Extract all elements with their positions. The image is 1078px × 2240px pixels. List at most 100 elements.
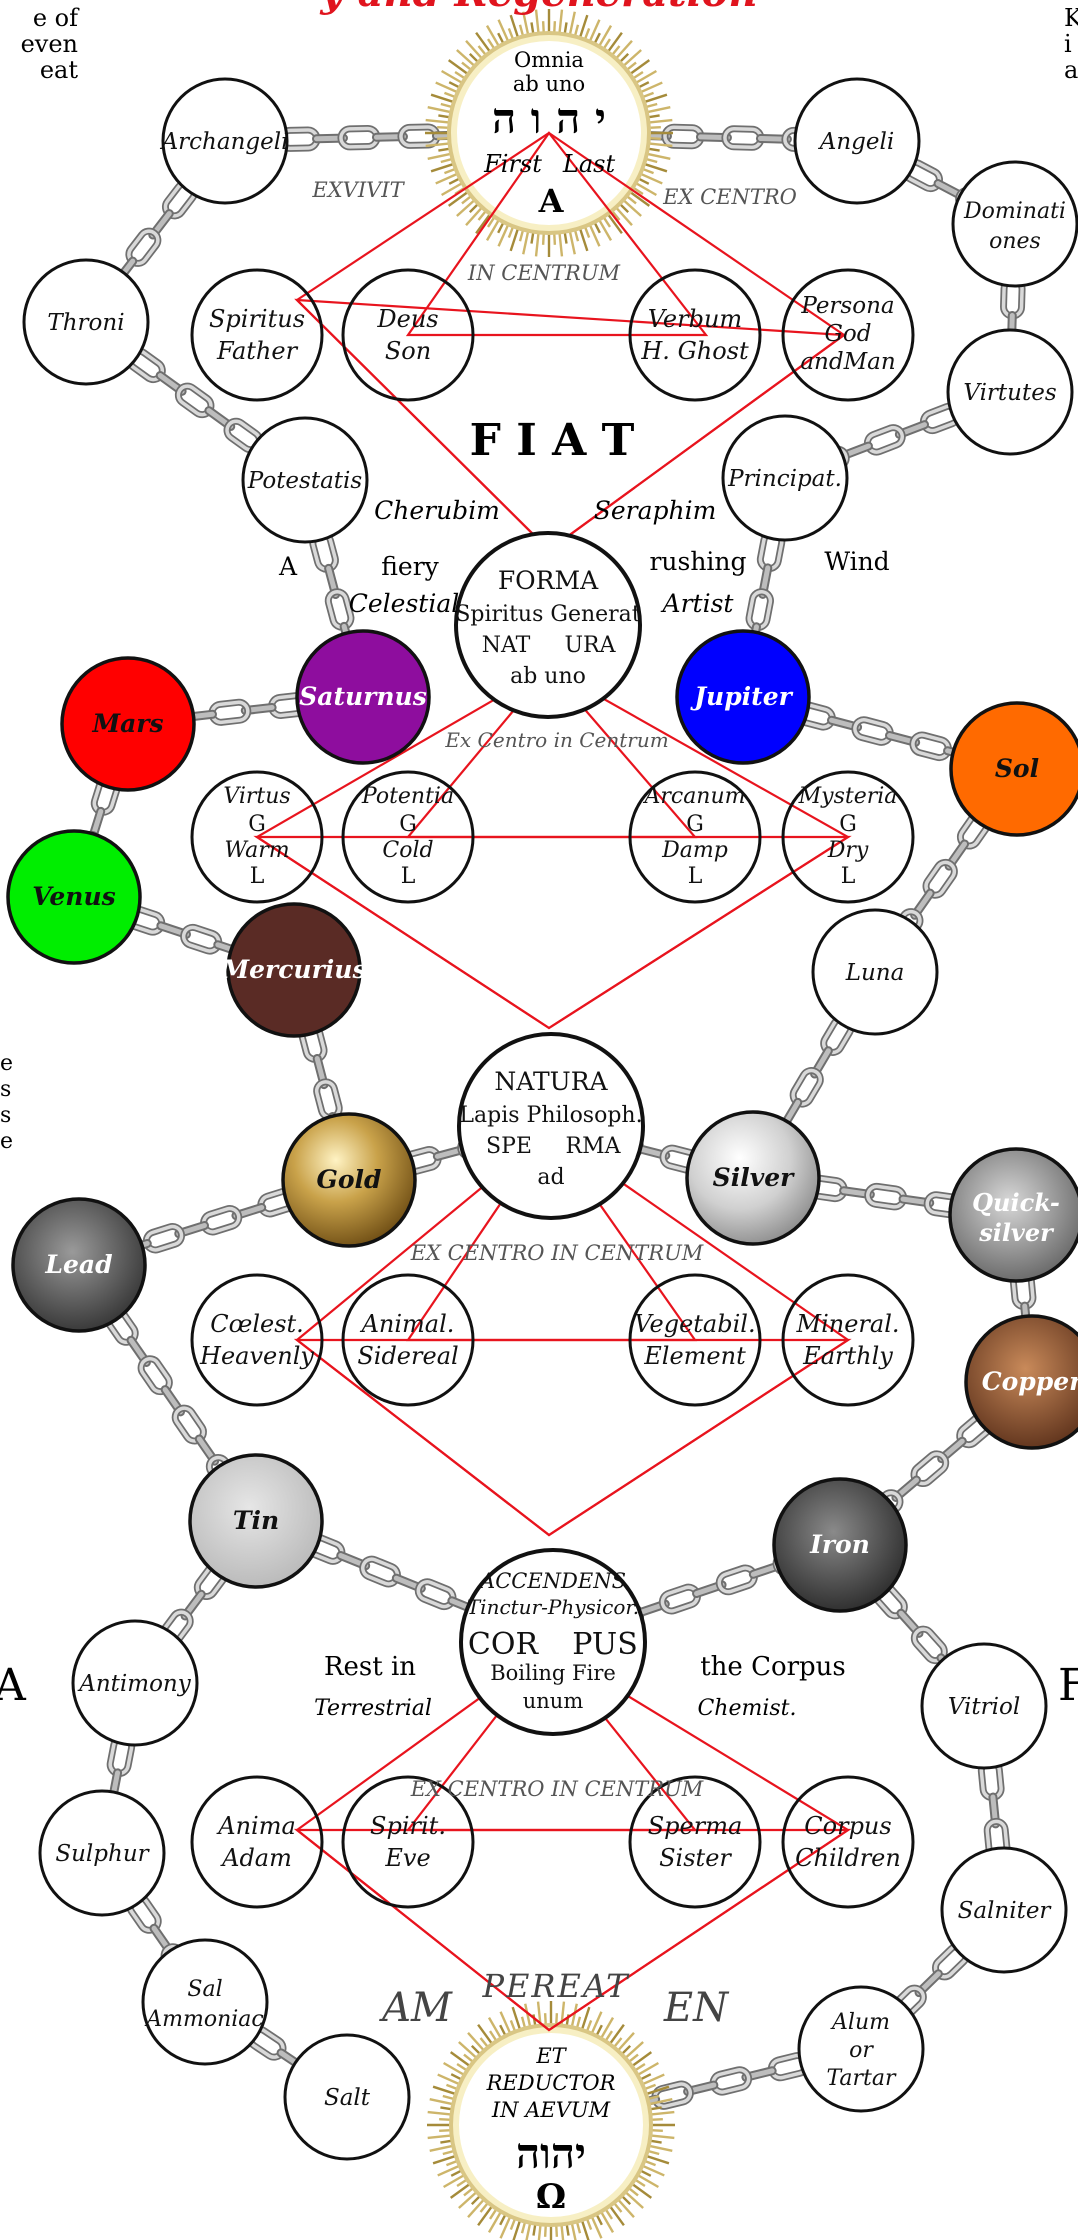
- row2-1-l: L: [250, 864, 265, 889]
- alum-tartar-label-3: Tartar: [826, 2066, 897, 2091]
- silver-label: Silver: [713, 1163, 795, 1192]
- row4-3-l2: Sister: [659, 1844, 732, 1872]
- alum-tartar-label-1: Alum: [830, 2010, 890, 2035]
- label-rest-in: Rest in: [324, 1652, 416, 1682]
- row3-3-l1: Vegetabil.: [634, 1310, 755, 1338]
- salniter-label: Salniter: [958, 1898, 1053, 1924]
- label-ex-centro: EX CENTRO: [662, 185, 797, 209]
- sal-ammoniac-label-1: Sal: [187, 1977, 222, 2002]
- saturnus-label: Saturnus: [299, 682, 427, 711]
- mid-left-fragment-1: e: [0, 1051, 13, 1076]
- label-seraphim: Seraphim: [594, 496, 717, 525]
- label-fiat: F I A T: [470, 415, 635, 466]
- top-sun-last: Last: [562, 150, 616, 178]
- dominationes-label-1: Dominati: [963, 199, 1066, 224]
- natura-l3a: SPE: [486, 1134, 532, 1159]
- row1-2-l1: Deus: [376, 305, 438, 333]
- title-fragment: y and Regeneration: [319, 0, 757, 16]
- row2-1-g: G: [248, 812, 266, 837]
- vitriol-circle: Vitriol: [920, 1642, 1048, 1770]
- row2-2-l2: Cold: [382, 838, 433, 863]
- virtutes-label: Virtutes: [963, 380, 1056, 406]
- row3-circle-1: Cœlest.Heavenly: [190, 1273, 324, 1407]
- row2-3-l: L: [688, 864, 703, 889]
- row2-4-l: L: [841, 864, 856, 889]
- iron-circle: Iron: [772, 1477, 908, 1613]
- label-exvivit: EXVIVIT: [311, 178, 405, 202]
- right-letter: F: [1058, 1660, 1078, 1711]
- row2-2-g: G: [399, 812, 417, 837]
- bottom-sun: [427, 2001, 675, 2240]
- label-a: A: [278, 552, 298, 581]
- jupiter-label: Jupiter: [690, 682, 793, 711]
- row1-4-l2: God: [825, 321, 872, 347]
- label-the-corpus: the Corpus: [700, 1652, 846, 1682]
- bottom-sun-line2: REDUCTOR: [486, 2071, 616, 2095]
- row4-circle-2: Spirit. Eve: [341, 1775, 475, 1909]
- archangeli-circle: Archangeli: [160, 77, 289, 205]
- sulphur-label: Sulphur: [55, 1841, 150, 1867]
- forma-l1: FORMA: [498, 566, 599, 595]
- natura-l2: Lapis Philosoph.: [459, 1103, 642, 1128]
- label-pereat: PEREAT: [481, 1967, 630, 2005]
- row1-1-l2: Father: [216, 337, 299, 365]
- virtutes-circle: Virtutes: [946, 328, 1074, 456]
- row2-2-l1: Potentia: [361, 784, 454, 809]
- quicksilver-circle: Quick-silver: [948, 1147, 1078, 1283]
- row1-2-l2: Son: [385, 337, 431, 365]
- label-artist: Artist: [661, 589, 735, 618]
- accendens-l1: ACCENDENS: [478, 1569, 626, 1593]
- row3-circle-2: Animal.Sidereal: [341, 1273, 475, 1407]
- accendens-l3a: COR: [468, 1627, 540, 1662]
- left-fragment-3: eat: [40, 56, 79, 84]
- row2-4-l1: Mysteria: [798, 784, 898, 809]
- sal-ammoniac-label-2: Ammoniac: [144, 2007, 264, 2032]
- top-sun-first: First: [483, 150, 542, 178]
- row1-1-l1: Spiritus: [209, 305, 305, 333]
- principat-label: Principat.: [727, 466, 842, 492]
- salniter-circle: Salniter: [940, 1846, 1068, 1974]
- row2-4-g: G: [839, 812, 857, 837]
- quicksilver-label-1: Quick-: [972, 1188, 1060, 1217]
- top-sun-tetragram: י ה ו ה: [492, 94, 606, 143]
- silver-circle: Silver: [685, 1110, 821, 1246]
- mercurius-circle: Mercurius: [220, 902, 367, 1038]
- archangeli-label: Archangeli: [160, 129, 289, 155]
- row3-circle-4: Mineral.Earthly: [781, 1273, 915, 1407]
- right-fragment-2: i: [1064, 30, 1072, 58]
- accendens-l2: Tinctur-Physicor.: [467, 1595, 639, 1619]
- left-fragment-2: even: [21, 30, 78, 58]
- row3-2-l2: Sidereal: [357, 1342, 458, 1370]
- label-en: EN: [663, 1985, 730, 2031]
- tin-circle: Tin: [188, 1453, 324, 1589]
- row1-3-l2: H. Ghost: [640, 337, 749, 365]
- label-chemist: Chemist.: [697, 1696, 796, 1721]
- potestatis-circle: Potestatis: [241, 416, 369, 544]
- left-fragment-1: e of: [33, 4, 80, 32]
- label-celestial: Celestial: [349, 589, 460, 618]
- top-sun-line2: ab uno: [513, 72, 585, 96]
- label-ex-centro-in-centrum-3: EX CENTRO IN CENTRUM: [410, 1777, 704, 1801]
- copper-label: Copper: [982, 1367, 1078, 1396]
- left-letter: A: [0, 1660, 27, 1711]
- iron-label: Iron: [809, 1530, 870, 1559]
- accendens-l5: unum: [523, 1689, 584, 1713]
- sun-bursts: [425, 9, 675, 2240]
- dominationes-label-2: ones: [989, 229, 1041, 254]
- row4-2-l2: Eve: [384, 1844, 430, 1872]
- row4-2-l1: Spirit.: [370, 1812, 446, 1840]
- bottom-sun-line3: IN AEVUM: [491, 2098, 611, 2122]
- natura-l3b: RMA: [566, 1134, 622, 1159]
- label-wind: Wind: [824, 547, 889, 576]
- sol-circle: Sol: [949, 701, 1078, 837]
